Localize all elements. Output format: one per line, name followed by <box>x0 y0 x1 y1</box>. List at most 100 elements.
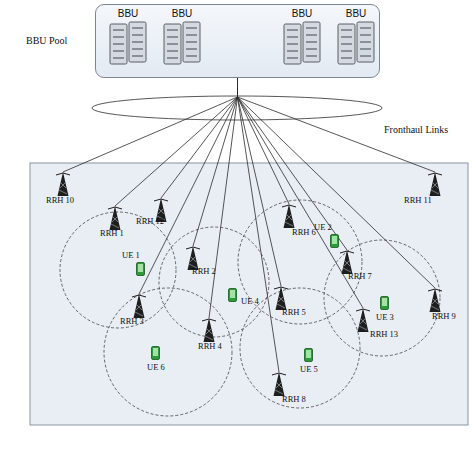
cell-circle <box>240 288 360 408</box>
bbu-label: BBU <box>292 8 313 20</box>
server-tower <box>110 24 127 64</box>
antenna-lattice <box>111 216 119 228</box>
cell-circle <box>159 227 269 337</box>
antenna-mast <box>134 294 145 318</box>
ue-label: UE 6 <box>147 362 165 372</box>
server-slot <box>306 27 317 28</box>
server-slot <box>167 29 178 30</box>
fronthaul-link <box>161 78 238 198</box>
phone-body <box>137 263 145 276</box>
server-tower <box>284 24 301 64</box>
ue-label: UE 3 <box>376 312 394 322</box>
server-tower <box>129 22 146 62</box>
rrh-antenna: RRH 11 <box>428 172 442 196</box>
server-slot <box>341 50 352 51</box>
rrh-antenna-icon <box>428 172 442 196</box>
cell-circle <box>324 240 440 356</box>
rrh-antenna-icon <box>272 372 286 396</box>
antenna-lattice <box>431 182 439 194</box>
rrh-antenna-icon <box>428 288 442 312</box>
server-slot <box>287 50 298 51</box>
server-slot <box>360 27 371 28</box>
rrh-antenna-icon <box>274 286 288 310</box>
server-slot <box>113 36 124 37</box>
server-slot <box>167 50 178 51</box>
antenna-mast <box>430 172 441 196</box>
server-icon <box>336 20 376 66</box>
rrh-antenna-icon <box>282 204 296 228</box>
user-equipment: UE 3 <box>380 296 389 310</box>
antenna-lattice <box>285 214 293 226</box>
rrh-label: RRH 7 <box>348 271 372 281</box>
antenna-arms <box>274 287 288 289</box>
server-slot <box>186 34 197 35</box>
server-slot <box>132 34 143 35</box>
server-slot <box>306 41 317 42</box>
server-slot <box>132 55 143 56</box>
cell-circles <box>60 200 440 416</box>
antenna-arms <box>428 173 442 175</box>
phone-body <box>331 235 339 248</box>
phone-screen <box>332 236 337 244</box>
rrh-antenna-icon <box>56 172 70 196</box>
bbu-label: BBU <box>118 8 139 20</box>
rrh-antenna: RRH 5 <box>274 286 288 310</box>
rrh-antenna-icon <box>340 250 354 274</box>
user-equipment: UE 5 <box>304 348 313 362</box>
antenna-arms <box>154 199 168 201</box>
user-equipment: UE 1 <box>136 262 145 276</box>
server-slot <box>132 27 143 28</box>
server-slot <box>167 36 178 37</box>
rrh-antenna: RRH 9 <box>428 288 442 312</box>
antenna-lattice <box>431 298 439 310</box>
antenna-lattice <box>343 260 351 272</box>
pool-heading: BBU Pool <box>26 35 67 46</box>
antenna-arms <box>132 295 146 297</box>
bbu-server: BBU <box>334 8 378 66</box>
antenna-lattice <box>277 296 285 308</box>
antenna-mast <box>274 372 285 396</box>
rrh-antenna: RRH 3 <box>132 294 146 318</box>
server-slot <box>341 43 352 44</box>
bbu-label: BBU <box>172 8 193 20</box>
server-slot <box>360 41 371 42</box>
phone-screen <box>382 298 387 306</box>
rrh-label: RRH 1 <box>100 228 124 238</box>
server-slot <box>186 48 197 49</box>
fronthaul-link <box>139 78 238 294</box>
fronthaul-link <box>238 78 348 250</box>
antenna-mast <box>430 288 441 312</box>
antenna-mast <box>284 204 295 228</box>
server-slot <box>132 41 143 42</box>
ue-phone-icon <box>304 348 313 362</box>
rrh-antenna: RRH 12 <box>154 198 168 222</box>
antenna-arms <box>186 247 200 249</box>
antenna-lattice <box>59 182 67 194</box>
server-slot <box>287 57 298 58</box>
antenna-mast <box>276 286 287 310</box>
server-slot <box>341 57 352 58</box>
server-tower <box>303 22 320 62</box>
ue-phone-icon <box>330 234 339 248</box>
bbu-pool-box: BBU PoolBBUBBUBBUBBU <box>95 4 380 78</box>
cell-circle <box>60 212 176 328</box>
ue-phone-icon <box>228 288 237 302</box>
rrh-label: RRH 5 <box>282 307 306 317</box>
fronthaul-link <box>238 78 290 204</box>
rrh-antenna-icon <box>108 206 122 230</box>
ue-label: UE 1 <box>122 250 140 260</box>
fronthaul-link <box>115 78 238 206</box>
server-slot <box>113 29 124 30</box>
server-slot <box>287 29 298 30</box>
antenna-arms <box>282 205 296 207</box>
server-slot <box>132 48 143 49</box>
antenna-lattice <box>135 304 143 316</box>
server-slot <box>287 36 298 37</box>
rrh-antenna: RRH 1 <box>108 206 122 230</box>
user-equipment: UE 6 <box>151 346 160 360</box>
ue-label: UE 5 <box>300 364 318 374</box>
antenna-arms <box>428 289 442 291</box>
rrh-antenna: RRH 6 <box>282 204 296 228</box>
server-slot <box>113 50 124 51</box>
server-slot <box>360 34 371 35</box>
